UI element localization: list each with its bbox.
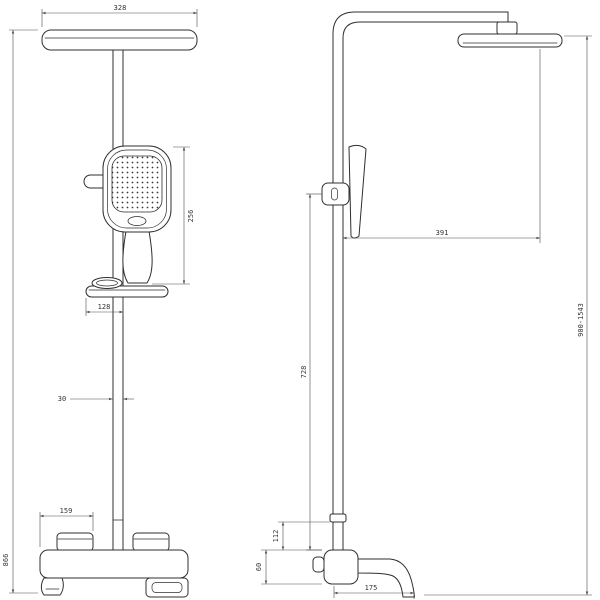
dim-overall-height-front: 866 (2, 29, 38, 594)
head-connector (496, 21, 518, 35)
side-tub-spout (357, 558, 415, 598)
side-riser-and-arm (329, 11, 509, 553)
front-shelf (85, 277, 169, 298)
front-rain-shower-head (41, 29, 198, 51)
dim-arm-reach: 391 (343, 49, 541, 243)
bracket-slot (331, 187, 338, 201)
dim-overall-height-front-label: 866 (2, 554, 10, 567)
dim-spout-reach: 175 (333, 584, 415, 599)
side-dimensions: 391 728 900-1543 112 (255, 35, 592, 599)
dim-spout-reach-label: 175 (365, 584, 378, 592)
dim-valve-offset: 159 (39, 507, 94, 547)
front-right-handle (132, 532, 170, 552)
front-view (39, 29, 198, 598)
side-mixer-body (323, 549, 359, 585)
front-mixer-valve (39, 532, 189, 598)
dim-pole-width: 30 (58, 395, 134, 403)
side-rain-shower-head (457, 21, 563, 48)
dim-handshower-height: 256 (152, 146, 195, 285)
front-mixer-body (39, 549, 189, 579)
side-handle-knob (312, 556, 325, 573)
side-slider-bracket (321, 182, 350, 206)
front-tub-spout (40, 577, 64, 596)
front-left-handle (56, 532, 94, 552)
dim-body-height-label: 60 (255, 563, 263, 571)
dim-shelf-offset-label: 128 (98, 303, 111, 311)
dim-lower-offset-label: 112 (272, 530, 280, 543)
dim-head-width-label: 328 (114, 4, 127, 12)
side-hand-shower (348, 144, 367, 239)
front-hand-shower (102, 145, 172, 284)
front-riser-pole (112, 49, 124, 553)
dim-riser-height: 728 (300, 193, 322, 551)
dim-handshower-height-label: 256 (187, 210, 195, 223)
side-mixer-valve (312, 549, 415, 598)
dim-body-height: 60 (255, 550, 322, 585)
front-dimensions: 328 866 256 128 (2, 4, 198, 594)
dim-valve-offset-label: 159 (60, 507, 73, 515)
dim-riser-height-label: 728 (300, 366, 308, 379)
side-view (312, 11, 563, 598)
dim-head-width: 328 (41, 4, 198, 27)
dim-lower-offset: 112 (261, 521, 330, 551)
dim-pole-width-label: 30 (58, 395, 66, 403)
dim-height-range: 900-1543 (424, 35, 592, 596)
hand-shower-spray-face (111, 155, 163, 213)
dim-arm-reach-label: 391 (436, 229, 449, 237)
side-pole-joint (329, 513, 347, 523)
dim-shelf-offset: 128 (85, 298, 124, 316)
dim-height-range-label: 900-1543 (577, 303, 585, 337)
